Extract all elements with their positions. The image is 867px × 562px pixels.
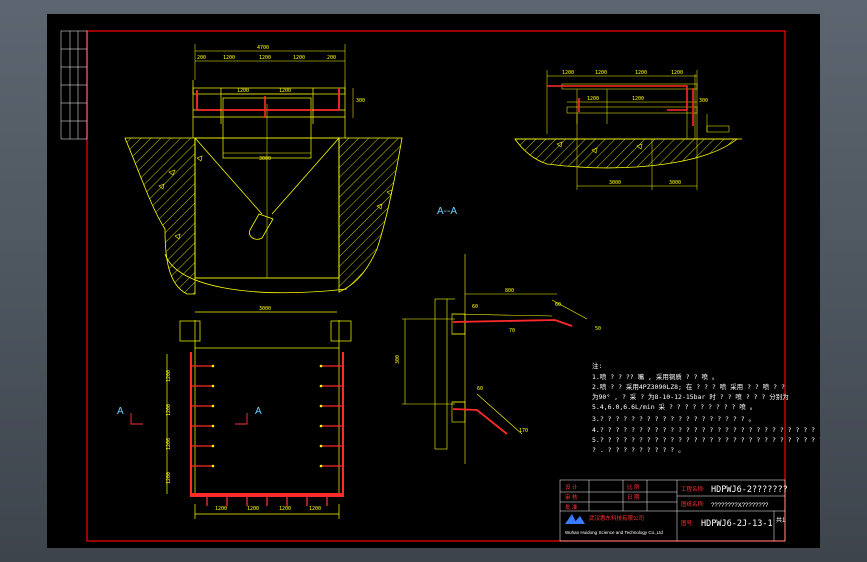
drawing-name-value: ????????X???????? bbox=[711, 503, 769, 509]
side-elevation: 1200 1200 1200 1200 1200 1200 300 3000 3… bbox=[514, 70, 742, 190]
dim-detail-a3: 60 bbox=[555, 302, 561, 308]
dim-front-d2: 1200 bbox=[223, 55, 235, 61]
dim-side-d3: 1200 bbox=[635, 70, 647, 76]
notes-line: 为90° , ? 采 ? 为8-10-12-15bar 时 ? ? 喷 ? ? … bbox=[592, 392, 789, 401]
dim-side-d1: 1200 bbox=[562, 70, 574, 76]
dim-plan-bottom4: 1200 bbox=[309, 506, 321, 512]
dim-front-overall: 4700 bbox=[257, 45, 269, 51]
company-name-en: Wuhan Huidong Science and Technology Co.… bbox=[565, 530, 663, 535]
notes-line: 1.喷 ? ? ?? 嘴 , 采用铜质 ? ? 喷 。 bbox=[592, 372, 718, 381]
cut-marker-left: A bbox=[117, 406, 124, 417]
front-elevation: 4700 200 1200 1200 1200 200 1200 1200 30… bbox=[124, 44, 403, 295]
dim-detail-a4: 50 bbox=[595, 326, 601, 332]
dim-plan-bottom1: 1200 bbox=[215, 506, 227, 512]
notes-line: 3.? ? ? ? ? ? ? ? ? ? ? ? ? ? ? ? ? ? ? … bbox=[592, 415, 755, 423]
title-row-label: 批 准 bbox=[565, 503, 578, 511]
dim-plan-bottom2: 1200 bbox=[247, 506, 259, 512]
dim-front-width: 3000 bbox=[259, 156, 271, 162]
notes-line: ? . ? ? ? ? ? ? ? ? ? 。 bbox=[592, 446, 685, 454]
dim-plan-bottom3: 1200 bbox=[279, 506, 291, 512]
drawing-no-value: HDPWJ6-2J-13-1 bbox=[701, 519, 773, 529]
dim-plan-top: 3000 bbox=[259, 306, 271, 312]
dim-detail-top: 800 bbox=[505, 288, 514, 294]
dim-front-d3: 1200 bbox=[259, 55, 271, 61]
dim-plan-left3: 1200 bbox=[166, 438, 172, 450]
dim-detail-a1: 60 bbox=[472, 304, 478, 310]
dim-front-d5: 200 bbox=[327, 55, 336, 61]
notes-line: 5.? ? ? ? ? ? ? ? ? ? ? ? ? ? ? ? ? ? ? … bbox=[592, 436, 820, 444]
dim-front-d4: 1200 bbox=[293, 55, 305, 61]
notes-line: 5.4,6.0,6.6L/min 采 ? ? ? ? ? ? ? ? ? 喷 。 bbox=[592, 402, 756, 411]
title-row-label: 设 计 bbox=[565, 483, 578, 491]
plan-view: A A 3000 1200 1200 1200 1200 1200 1200 1… bbox=[117, 306, 352, 519]
title-block: 设 计 审 核 批 准 比 例 日 期 工程名称: HDPWJ6-2??????… bbox=[559, 479, 788, 542]
project-label: 工程名称: bbox=[681, 485, 705, 493]
title-scale-label: 比 例 bbox=[627, 483, 640, 491]
dim-side-d6: 1200 bbox=[632, 96, 644, 102]
notes-line: 2.喷 ? ? 采用4PZ3090LZ8; 在 ? ? ? 喷 采用 ? ? 喷… bbox=[592, 382, 785, 391]
dim-detail-height: 300 bbox=[395, 355, 401, 364]
dim-detail-a5: 60 bbox=[477, 386, 483, 392]
notes-block: 注: 1.喷 ? ? ?? 嘴 , 采用铜质 ? ? 喷 。 2.喷 ? ? 采… bbox=[592, 361, 820, 454]
title-scale-label: 日 期 bbox=[627, 494, 640, 501]
section-label: A--A bbox=[437, 206, 457, 217]
title-row-label: 审 核 bbox=[565, 493, 578, 501]
cut-marker-right: A bbox=[255, 406, 262, 417]
dim-plan-left4: 1200 bbox=[166, 472, 172, 484]
sheet-mark: 共1 bbox=[776, 516, 786, 524]
dim-detail-a6: 170 bbox=[519, 428, 528, 434]
dim-front-d1: 200 bbox=[197, 55, 206, 61]
cad-drawing: 4700 200 1200 1200 1200 200 1200 1200 30… bbox=[60, 30, 820, 542]
nozzle-detail: 800 300 60 70 60 50 60 170 bbox=[395, 254, 601, 464]
dim-side-w1: 3000 bbox=[609, 180, 621, 186]
drawing-no-label: 图号: bbox=[681, 519, 694, 527]
dim-plan-left1: 1200 bbox=[166, 370, 172, 382]
dim-side-d5: 1200 bbox=[587, 96, 599, 102]
dim-side-d4: 1200 bbox=[671, 70, 683, 76]
notes-title: 注: bbox=[592, 361, 602, 370]
notes-line: 4.? ? ? ? ? ? ? ? ? ? ? ? ? ? ? ? ? ? ? … bbox=[592, 426, 815, 434]
dim-front-height: 300 bbox=[356, 98, 365, 104]
company-logo-icon bbox=[565, 514, 585, 524]
dim-front-inner2: 1200 bbox=[279, 88, 291, 94]
project-value: HDPWJ6-2??????? bbox=[711, 485, 788, 495]
dim-plan-left2: 1200 bbox=[166, 404, 172, 416]
dim-front-inner1: 1200 bbox=[237, 88, 249, 94]
dim-side-h: 300 bbox=[699, 98, 708, 104]
dim-side-d2: 1200 bbox=[595, 70, 607, 76]
drawing-name-label: 图纸名称: bbox=[681, 500, 705, 508]
drawing-sheet: 4700 200 1200 1200 1200 200 1200 1200 30… bbox=[47, 14, 820, 548]
dim-detail-a2: 70 bbox=[509, 328, 515, 334]
drawing-frame bbox=[86, 30, 786, 542]
left-title-strip bbox=[60, 30, 88, 140]
dim-side-w2: 3000 bbox=[669, 180, 681, 186]
company-name-cn: 武汉惠东科技有限公司 bbox=[589, 514, 644, 522]
